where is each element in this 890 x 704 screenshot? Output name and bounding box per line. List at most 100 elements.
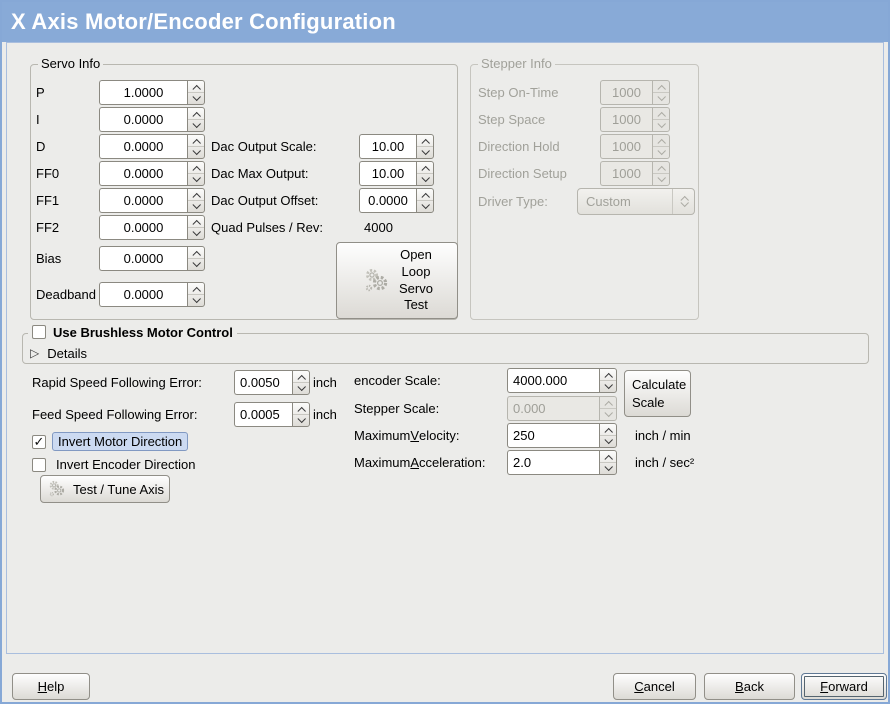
d-input[interactable]: 0.0000 (99, 134, 187, 159)
spin-down-button[interactable] (188, 200, 204, 212)
spin-up-button[interactable] (188, 216, 204, 228)
chevron-up-icon (297, 406, 306, 415)
dac-max-output-label: Dac Max Output: (211, 166, 309, 181)
spin-down-button[interactable] (188, 92, 204, 104)
spin-up-button[interactable] (417, 189, 433, 201)
test-tune-axis-button[interactable]: Test / Tune Axis (40, 475, 170, 503)
spin-down-button[interactable] (293, 414, 309, 426)
rapid-following-error-spinbox[interactable]: 0.0050 (234, 370, 310, 395)
feed-following-error-input[interactable]: 0.0005 (234, 402, 292, 427)
ff2-input[interactable]: 0.0000 (99, 215, 187, 240)
cancel-button[interactable]: Cancel (613, 673, 696, 700)
direction-hold-label: Direction Hold (478, 139, 560, 154)
d-spinbox[interactable]: 0.0000 (99, 134, 205, 159)
spin-up-button[interactable] (188, 135, 204, 147)
chevron-up-icon (657, 138, 666, 147)
stepper-info-legend: Stepper Info (478, 57, 555, 71)
dac-output-scale-input[interactable]: 10.00 (359, 134, 416, 159)
feed-following-error-spinbox[interactable]: 0.0005 (234, 402, 310, 427)
spin-up-button[interactable] (188, 189, 204, 201)
maximum-acceleration-input[interactable]: 2.0 (507, 450, 599, 475)
chevron-up-icon (604, 400, 613, 409)
chevron-down-icon (192, 294, 201, 303)
bias-input[interactable]: 0.0000 (99, 246, 187, 271)
chevron-up-icon (192, 286, 201, 295)
open-loop-servo-test-button[interactable]: Open Loop Servo Test (336, 242, 458, 319)
i-input[interactable]: 0.0000 (99, 107, 187, 132)
dac-max-output-input[interactable]: 10.00 (359, 161, 416, 186)
dac-output-scale-spinbox[interactable]: 10.00 (359, 134, 434, 159)
spin-down-button (653, 119, 669, 131)
spin-up-button[interactable] (600, 451, 616, 463)
ff1-input[interactable]: 0.0000 (99, 188, 187, 213)
deadband-input[interactable]: 0.0000 (99, 282, 187, 307)
ff2-spinbox[interactable]: 0.0000 (99, 215, 205, 240)
spin-down-button[interactable] (417, 146, 433, 158)
spin-up-button[interactable] (417, 162, 433, 174)
p-input[interactable]: 1.0000 (99, 80, 187, 105)
ff1-spinbox[interactable]: 0.0000 (99, 188, 205, 213)
chevron-up-icon (192, 84, 201, 93)
calculate-scale-button[interactable]: Calculate Scale (624, 370, 691, 417)
step-space-input: 1000 (600, 107, 652, 132)
spin-up-button[interactable] (293, 371, 309, 383)
invert-encoder-checkbox[interactable] (32, 457, 46, 472)
spin-up-button[interactable] (600, 424, 616, 436)
spin-up-button (600, 397, 616, 409)
spin-up-button[interactable] (417, 135, 433, 147)
use-brushless-checkbox[interactable] (32, 325, 46, 339)
spin-up-button[interactable] (293, 403, 309, 415)
help-button[interactable]: Help (12, 673, 90, 700)
spin-down-button[interactable] (600, 435, 616, 447)
test-tune-axis-label: Test / Tune Axis (72, 481, 165, 497)
direction-setup-spinbox: 1000 (600, 161, 670, 186)
spin-down-button[interactable] (600, 380, 616, 392)
spin-down-button[interactable] (188, 294, 204, 306)
invert-motor-label: Invert Motor Direction (58, 434, 183, 449)
invert-motor-direction-row[interactable]: ✓ Invert Motor Direction (32, 432, 189, 451)
spin-down-button[interactable] (188, 146, 204, 158)
maximum-acceleration-unit: inch / sec² (635, 455, 695, 470)
bias-label: Bias (36, 251, 62, 266)
dac-output-offset-input[interactable]: 0.0000 (359, 188, 416, 213)
p-spinbox[interactable]: 1.0000 (99, 80, 205, 105)
spin-up-button[interactable] (188, 108, 204, 120)
deadband-spinbox[interactable]: 0.0000 (99, 282, 205, 307)
spin-up-button[interactable] (188, 247, 204, 259)
maximum-velocity-spinbox[interactable]: 250 (507, 423, 617, 448)
spin-down-button[interactable] (293, 382, 309, 394)
spin-up-button[interactable] (600, 369, 616, 381)
spin-down-button[interactable] (188, 173, 204, 185)
use-brushless-label: Use Brushless Motor Control (53, 324, 233, 340)
spin-up-button[interactable] (188, 162, 204, 174)
invert-motor-checkbox[interactable]: ✓ (32, 434, 46, 449)
invert-encoder-direction-row[interactable]: Invert Encoder Direction (32, 457, 195, 472)
maximum-velocity-input[interactable]: 250 (507, 423, 599, 448)
details-expander[interactable]: ▷ Details (30, 345, 87, 361)
forward-button[interactable]: Forward (801, 673, 887, 700)
spin-up-button[interactable] (188, 283, 204, 295)
rapid-following-error-input[interactable]: 0.0050 (234, 370, 292, 395)
spin-down-button[interactable] (188, 119, 204, 131)
i-spinbox[interactable]: 0.0000 (99, 107, 205, 132)
spin-down-button[interactable] (188, 258, 204, 270)
spin-down-button[interactable] (417, 173, 433, 185)
bias-spinbox[interactable]: 0.0000 (99, 246, 205, 271)
ff1-label: FF1 (36, 193, 60, 208)
encoder-scale-input[interactable]: 4000.000 (507, 368, 599, 393)
ff0-input[interactable]: 0.0000 (99, 161, 187, 186)
chevron-down-icon (604, 408, 613, 417)
spin-down-button[interactable] (600, 462, 616, 474)
dac-output-offset-spinbox[interactable]: 0.0000 (359, 188, 434, 213)
ff0-spinbox[interactable]: 0.0000 (99, 161, 205, 186)
spin-down-button[interactable] (417, 200, 433, 212)
encoder-scale-spinbox[interactable]: 4000.000 (507, 368, 617, 393)
servo-info-frame (30, 64, 458, 320)
maximum-acceleration-spinbox[interactable]: 2.0 (507, 450, 617, 475)
spin-up-button[interactable] (188, 81, 204, 93)
back-button[interactable]: Back (704, 673, 795, 700)
spin-down-button[interactable] (188, 227, 204, 239)
dac-max-output-spinbox[interactable]: 10.00 (359, 161, 434, 186)
step-on-time-spinbox: 1000 (600, 80, 670, 105)
